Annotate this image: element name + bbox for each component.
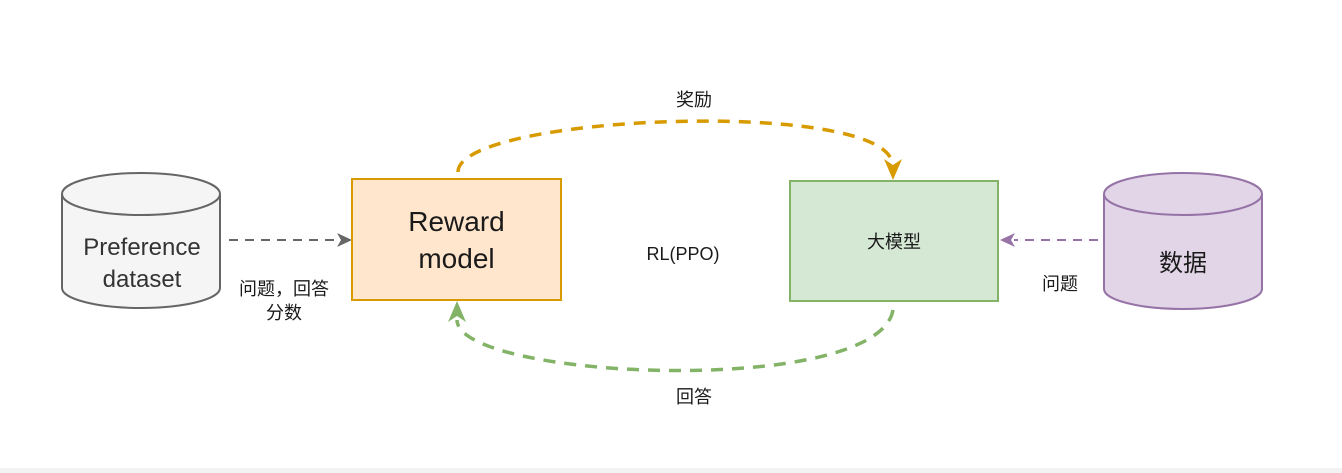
reward-edge-label: 奖励 [676,90,712,110]
answer-arrow [448,301,895,373]
data-label: 数据 [1159,250,1207,277]
pref-to-reward-arrow [229,233,352,247]
pref-edge-label: 问题，回答 分数 [239,279,329,323]
reward-model-label: Reward model [408,205,505,274]
llm-node[interactable]: 大模型 [789,180,999,302]
data-to-llm-arrow [1000,233,1098,247]
preference-dataset-cylinder[interactable] [61,172,221,309]
llm-label: 大模型 [867,232,921,252]
bottom-edge [0,468,1342,473]
data-cylinder[interactable] [1103,172,1263,310]
rl-ppo-label: RL(PPO) [646,244,720,264]
reward-arrow [456,119,902,180]
preference-dataset-label: Preference dataset [83,234,201,293]
data-edge-label: 问题 [1042,274,1078,294]
reward-model-node[interactable]: Reward model [351,178,562,301]
answer-edge-label: 回答 [676,387,712,407]
